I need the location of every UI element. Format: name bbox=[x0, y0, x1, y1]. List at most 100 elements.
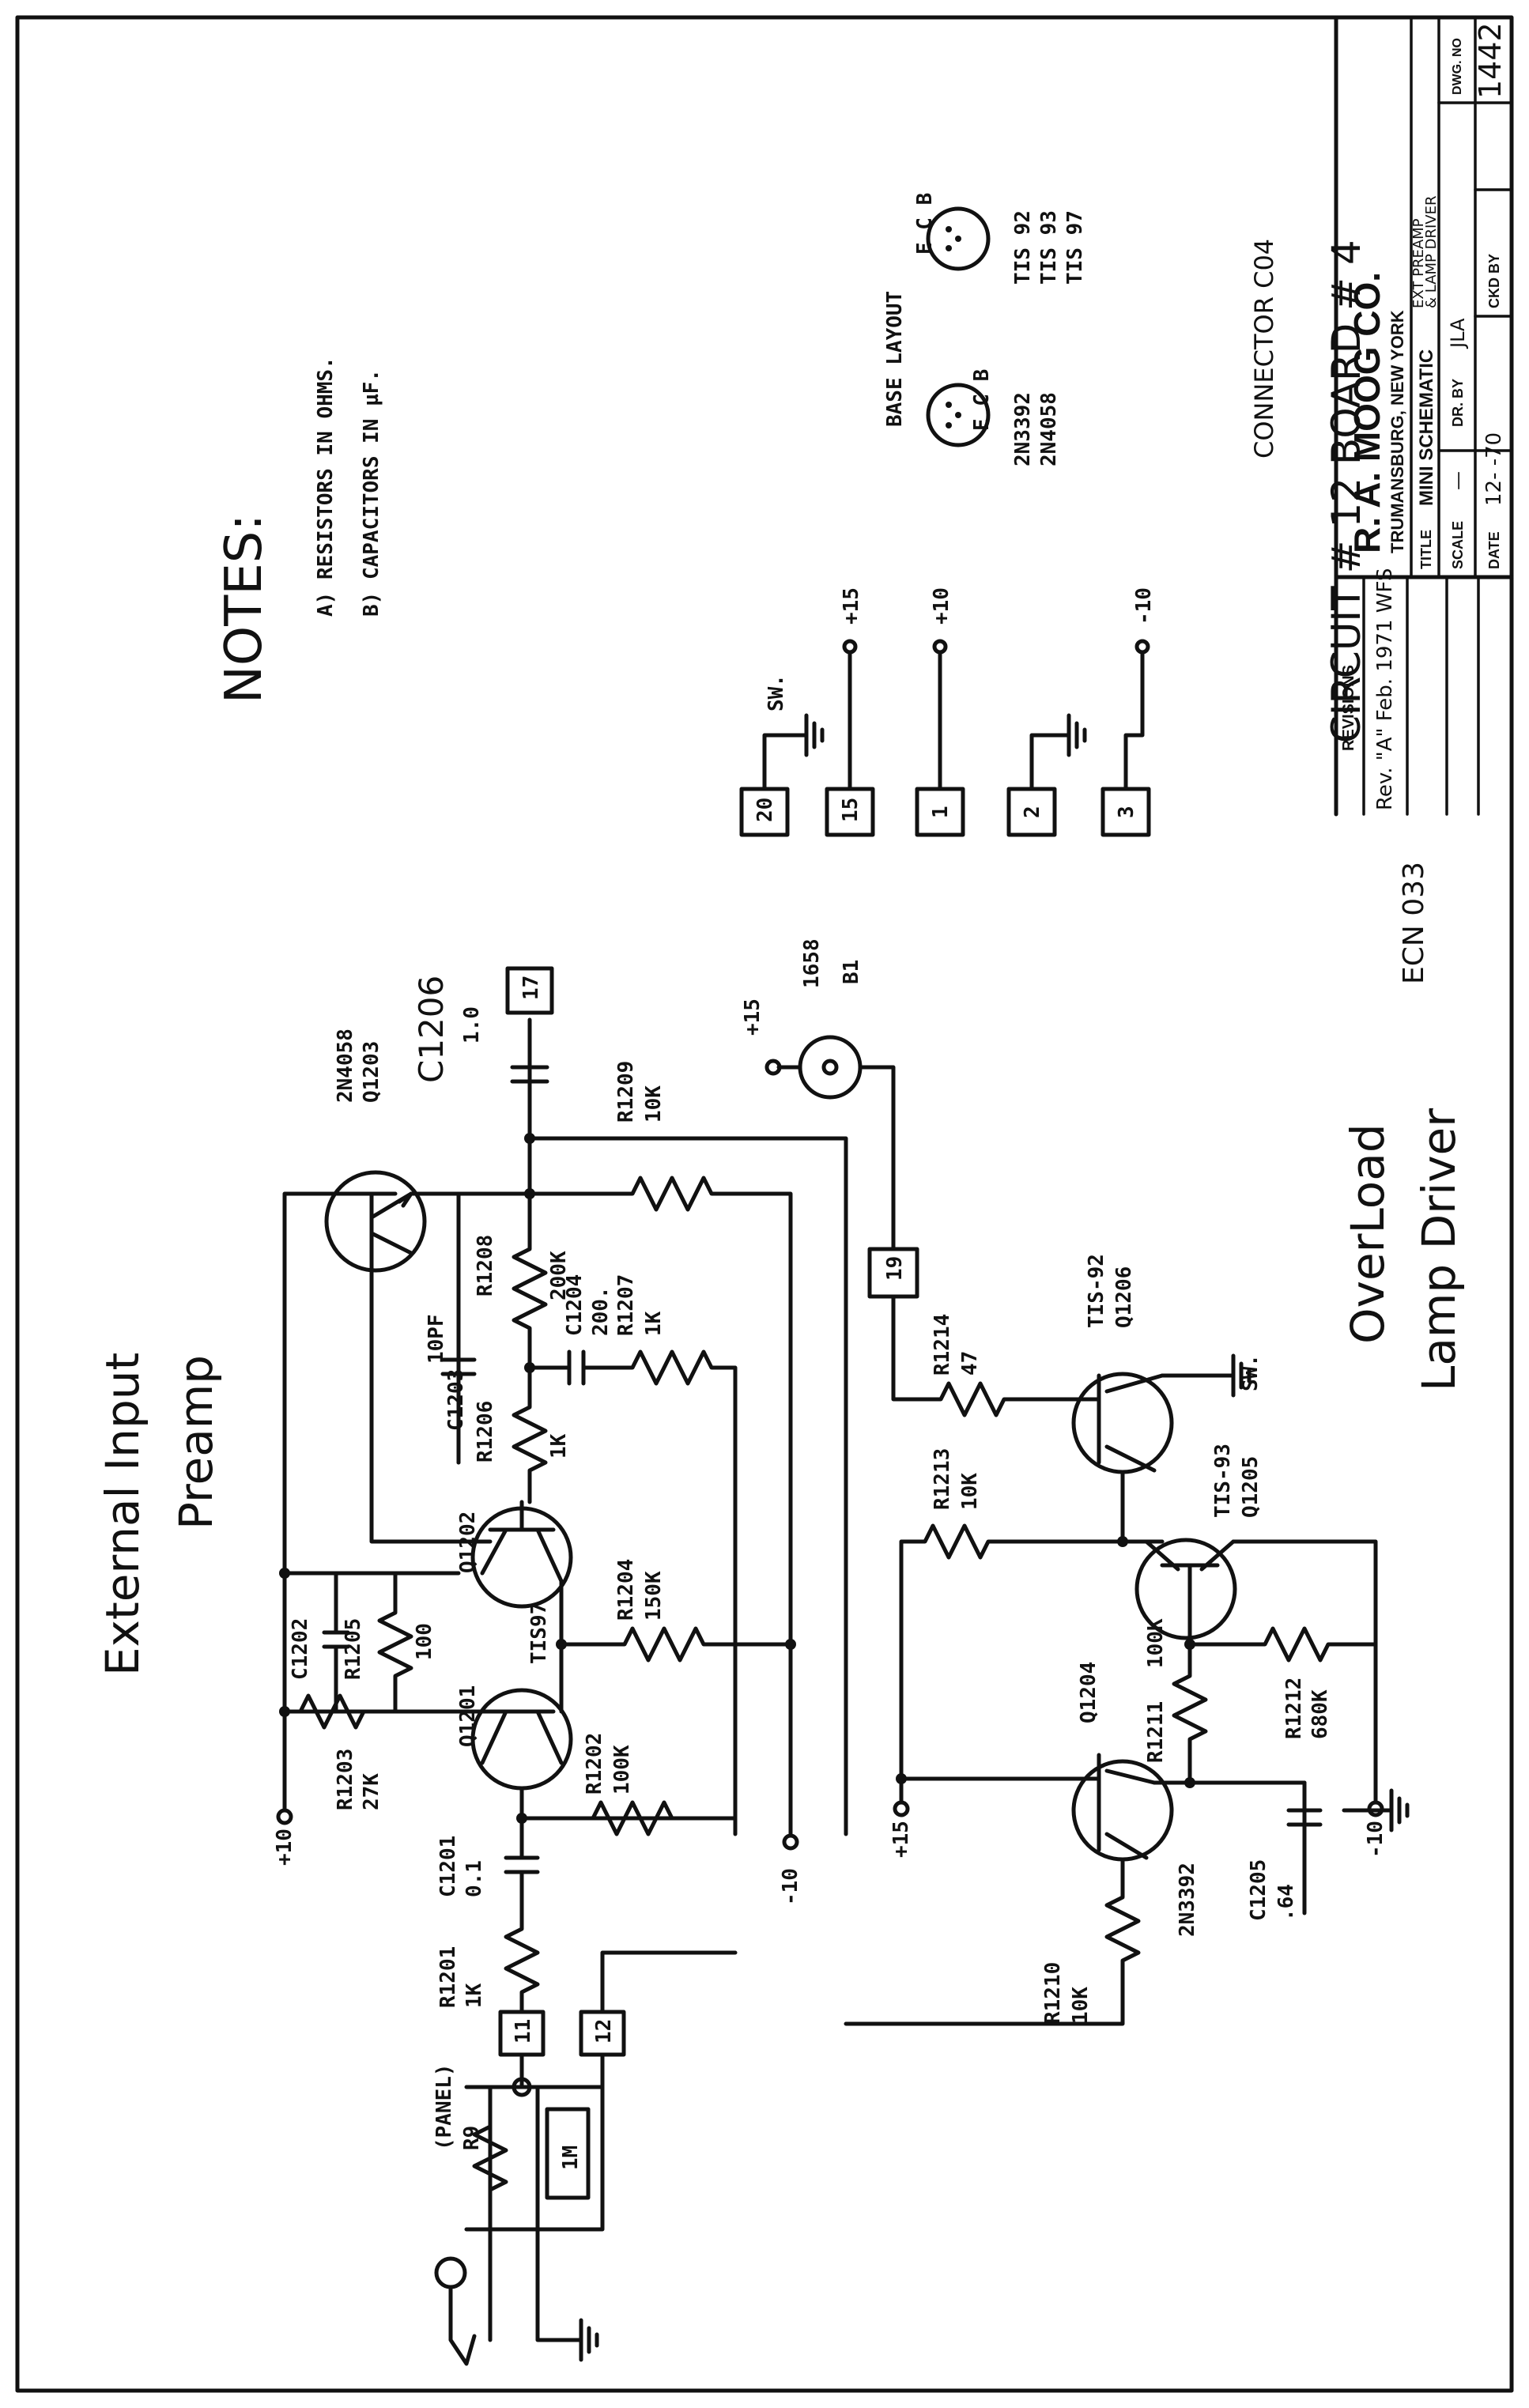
svg-text:(PANEL): (PANEL) bbox=[432, 2063, 456, 2150]
rail-label-p15: +15 bbox=[889, 1821, 913, 1858]
svg-text:R1212: R1212 bbox=[1282, 1678, 1306, 1739]
title-block: R. A. MOOG CO. TRUMANSBURG, NEW YORK TIT… bbox=[1334, 15, 1514, 817]
svg-text:R1201: R1201 bbox=[436, 1946, 460, 2008]
base-layout-right-part-2: TIS 93 bbox=[1037, 210, 1061, 285]
svg-text:680K: 680K bbox=[1308, 1689, 1332, 1739]
svg-text:1: 1 bbox=[929, 806, 953, 818]
overload-title: OverLoad bbox=[1341, 1123, 1395, 1344]
base-layout-left-pins: E C B bbox=[970, 369, 994, 431]
svg-text:SW.: SW. bbox=[1239, 1354, 1263, 1391]
ground-icon-input bbox=[448, 2259, 599, 2366]
sheet-border bbox=[15, 15, 1514, 2393]
svg-text:R1206: R1206 bbox=[474, 1401, 497, 1463]
base-layout-left-outline bbox=[926, 383, 991, 447]
svg-text:100K: 100K bbox=[610, 1745, 634, 1795]
title-note-2: & LAMP DRIVER bbox=[1423, 196, 1440, 309]
ecn-label: ECN 033 bbox=[1398, 862, 1430, 984]
svg-text:1K: 1K bbox=[462, 1983, 486, 2008]
svg-text:R9: R9 bbox=[460, 2126, 484, 2150]
connector-label: CONNECTOR C04 bbox=[1249, 239, 1279, 459]
svg-text:200K: 200K bbox=[547, 1251, 571, 1300]
resistor-r1211 bbox=[1172, 1642, 1208, 1785]
svg-text:10K: 10K bbox=[1069, 1987, 1093, 2024]
base-layout-heading: BASE LAYOUT bbox=[883, 291, 907, 427]
base-layout-right-outline bbox=[926, 206, 991, 271]
svg-text:SW.: SW. bbox=[764, 674, 788, 711]
terminal-icon-p10 bbox=[932, 639, 948, 655]
svg-text:-10: -10 bbox=[1132, 587, 1156, 625]
base-layout-right-part-3: TIS 97 bbox=[1063, 210, 1087, 285]
base-layout-right-part-1: TIS 92 bbox=[1011, 210, 1035, 285]
svg-text:15: 15 bbox=[839, 798, 863, 822]
base-layout-left-part-2: 2N4058 bbox=[1037, 392, 1061, 466]
pin-box-17 bbox=[505, 966, 554, 1015]
svg-text:C1202: C1202 bbox=[289, 1618, 312, 1680]
svg-text:C1205: C1205 bbox=[1247, 1859, 1270, 1921]
svg-text:Q1202: Q1202 bbox=[456, 1512, 480, 1573]
svg-text:+10: +10 bbox=[930, 587, 953, 625]
svg-text:0.1: 0.1 bbox=[462, 1860, 486, 1897]
transistor-q1203-symbol bbox=[345, 1191, 413, 1267]
capacitor-c1202 bbox=[322, 1571, 350, 1714]
svg-text:R1211: R1211 bbox=[1144, 1701, 1168, 1763]
capacitor-c1203 bbox=[440, 1342, 477, 1465]
svg-text:1.0: 1.0 bbox=[460, 1006, 484, 1044]
transistor-q1201 bbox=[470, 1688, 573, 1791]
note-a: A) RESISTORS IN OHMS. bbox=[314, 357, 338, 617]
svg-text:1K: 1K bbox=[642, 1311, 666, 1336]
input-jack-icon bbox=[434, 2256, 467, 2289]
svg-text:R1202: R1202 bbox=[583, 1733, 606, 1795]
terminal-icon-lamp-p15 bbox=[764, 1059, 782, 1076]
svg-text:10K: 10K bbox=[958, 1473, 982, 1510]
svg-text:Q1205: Q1205 bbox=[1239, 1456, 1263, 1518]
drby-label: DR. BY bbox=[1450, 379, 1466, 427]
resistor-r1213 bbox=[899, 1470, 1125, 1805]
svg-text:2N3392: 2N3392 bbox=[1176, 1863, 1199, 1937]
drby-value: JLA bbox=[1447, 318, 1469, 349]
potentiometer-r9 bbox=[472, 2124, 508, 2192]
svg-text:R1203: R1203 bbox=[334, 1749, 357, 1810]
svg-text:1M: 1M bbox=[559, 2146, 583, 2170]
resistor-r1210 bbox=[844, 1857, 1141, 2026]
base-layout: BASE LAYOUT E C B E C B 2N3392 2N4058 TI… bbox=[883, 193, 1087, 466]
svg-text:11: 11 bbox=[512, 2019, 535, 2044]
ground-icon-pin2 bbox=[1029, 713, 1087, 791]
resistor-r1205 bbox=[377, 1571, 413, 1714]
svg-text:10K: 10K bbox=[642, 1085, 666, 1123]
lamp-driver-title: Lamp Driver bbox=[1412, 1108, 1466, 1391]
date-value: 12- -70 bbox=[1482, 432, 1506, 506]
capacitor-c1206 bbox=[510, 1065, 549, 1084]
svg-text:3: 3 bbox=[1115, 806, 1138, 818]
svg-text:R1210: R1210 bbox=[1041, 1962, 1065, 2024]
title-label: TITLE bbox=[1418, 530, 1434, 569]
svg-text:Q1204: Q1204 bbox=[1077, 1662, 1101, 1723]
preamp-title: Preamp bbox=[169, 1355, 223, 1530]
svg-text:20: 20 bbox=[753, 798, 777, 822]
power-connections: 20 SW. 15 +15 1 +10 2 3 -10 bbox=[739, 587, 1156, 837]
svg-text:2: 2 bbox=[1021, 806, 1044, 818]
svg-text:Q1206: Q1206 bbox=[1112, 1266, 1136, 1328]
svg-text:R1208: R1208 bbox=[474, 1235, 497, 1296]
svg-text:TIS-92: TIS-92 bbox=[1085, 1254, 1108, 1328]
lamp-icon-b1 bbox=[798, 1035, 863, 1100]
svg-text:19: 19 bbox=[883, 1256, 907, 1281]
resistor-r1201 bbox=[504, 1911, 540, 2014]
svg-text:100: 100 bbox=[413, 1623, 436, 1660]
svg-text:Q1201: Q1201 bbox=[456, 1685, 480, 1747]
rail-label-m10b: -10 bbox=[1364, 1821, 1387, 1858]
terminal-icon-r9 bbox=[512, 2077, 532, 2097]
svg-text:R1209: R1209 bbox=[614, 1061, 638, 1123]
capacitor-c1204 bbox=[527, 1349, 738, 1836]
svg-text:R1204: R1204 bbox=[614, 1559, 638, 1621]
dwg-number: 1442 bbox=[1473, 22, 1508, 99]
svg-text:R1205: R1205 bbox=[342, 1618, 365, 1680]
svg-text:C1203: C1203 bbox=[444, 1369, 468, 1431]
scale-label: SCALE bbox=[1450, 521, 1466, 569]
capacitor-c1201 bbox=[504, 1816, 540, 1915]
svg-text:C1204: C1204 bbox=[563, 1274, 587, 1336]
resistor-r1209 bbox=[527, 1176, 793, 1836]
note-b: B) CAPACITORS IN µF. bbox=[360, 369, 383, 617]
revision-entry: Rev. "A" Feb. 1971 WFS bbox=[1373, 568, 1397, 810]
svg-text:1K: 1K bbox=[547, 1433, 571, 1459]
